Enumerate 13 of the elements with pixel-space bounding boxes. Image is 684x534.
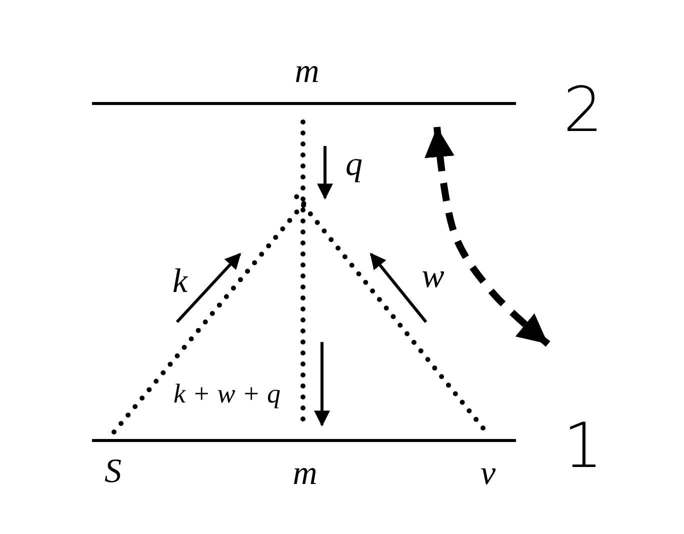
energy-level-line xyxy=(92,102,516,105)
variable-label: m xyxy=(292,457,318,491)
variable-label: w xyxy=(422,260,444,294)
level-number: 1 xyxy=(563,415,603,477)
variable-label: v xyxy=(480,457,496,491)
variable-label: S xyxy=(104,455,122,489)
variable-label: k xyxy=(172,265,188,299)
level-number: 2 xyxy=(563,79,603,141)
double-arrow xyxy=(424,126,550,347)
variable-label: m xyxy=(294,55,320,89)
variable-label: q xyxy=(346,148,362,182)
sum-label: k + w + q xyxy=(174,380,280,408)
energy-level-line xyxy=(92,439,516,442)
